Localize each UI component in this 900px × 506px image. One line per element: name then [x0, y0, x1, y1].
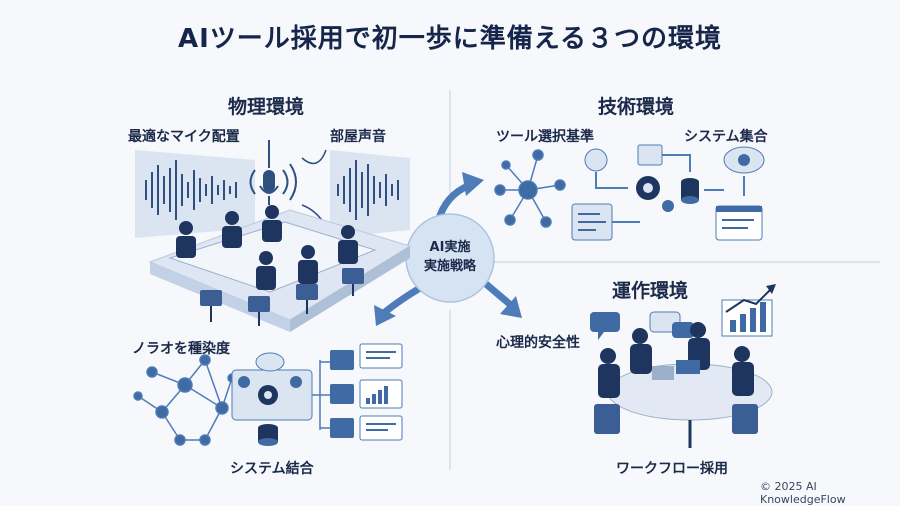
system-integration-label: システム結合	[230, 461, 314, 477]
center-label-line1: AI実施	[429, 240, 471, 255]
meeting-table-illustration	[594, 322, 773, 448]
growth-chart-icon	[721, 284, 776, 337]
network-label: ノラオを種染度	[132, 341, 230, 357]
room-acoustics-label: 部屋声音	[330, 129, 386, 145]
physical-heading: 物理環境	[228, 96, 305, 118]
chat-bubbles	[590, 311, 694, 340]
sound-wave-right	[301, 149, 410, 238]
cloud-icon	[255, 352, 285, 372]
system-set-illustration	[571, 144, 765, 241]
psychological-safety-label: 心理的安全性	[496, 335, 580, 351]
arrow-to-physical	[374, 284, 422, 326]
center-label-line2: 実施戦略	[423, 259, 476, 274]
conference-room-illustration	[148, 205, 412, 332]
cloud-server-icon	[723, 146, 765, 174]
microphone-icon	[249, 140, 297, 205]
page-title: AIツール採用で初一歩に準備える３つの環境	[177, 24, 723, 54]
technical-heading: 技術環境	[598, 96, 675, 118]
tool-selection-network	[494, 149, 566, 228]
arrow-to-operational	[483, 281, 522, 318]
system-integration-illustration	[231, 343, 403, 446]
database-icon	[258, 424, 278, 446]
operational-heading: 運作環境	[612, 280, 689, 302]
center-label: AI実施 実施戦略	[406, 238, 494, 276]
workflow-adoption-label: ワークフロー採用	[616, 461, 728, 477]
sound-wave-left	[135, 150, 255, 238]
network-graph	[133, 354, 237, 446]
tool-selection-label: ツール選択基準	[496, 129, 594, 145]
copyright: © 2025 AI KnowledgeFlow	[760, 480, 846, 506]
system-set-label: システム集合	[684, 129, 768, 145]
mic-placement-label: 最適なマイク配置	[128, 129, 240, 145]
